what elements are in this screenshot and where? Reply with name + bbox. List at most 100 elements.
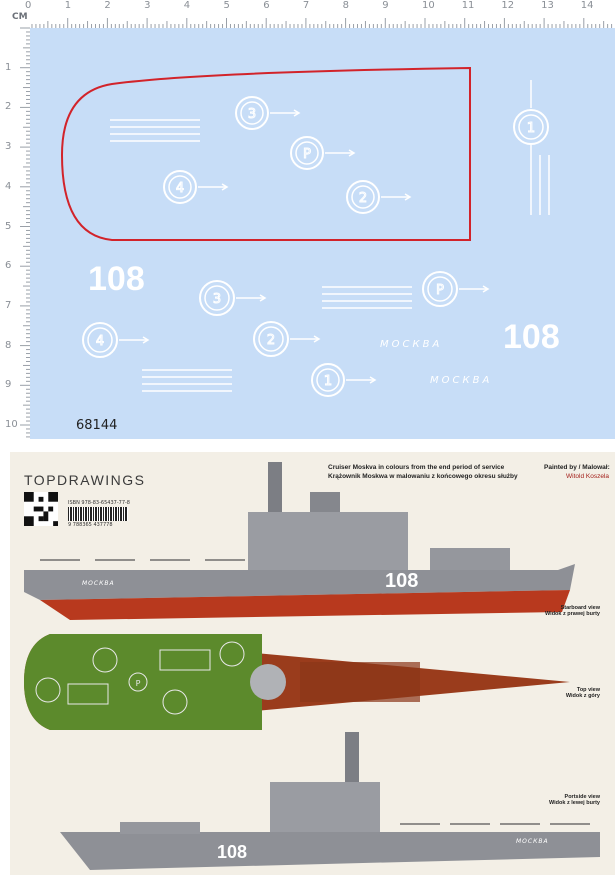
- qr-code-icon: [24, 492, 58, 526]
- arrow-head-icon: [482, 285, 490, 293]
- ship-name-starboard: МОСКВА: [82, 580, 115, 587]
- ship-name-decal: МОСКВА: [380, 339, 443, 350]
- stripe-group: [110, 119, 200, 142]
- ruler-number: 12: [501, 0, 515, 11]
- marking-number: 1: [324, 374, 332, 389]
- arrow-head-icon: [259, 294, 267, 302]
- ruler-number: 9: [382, 0, 389, 11]
- arrow-head-icon: [404, 193, 412, 201]
- marking-inner-ring: [518, 114, 544, 140]
- ruler-number: 10: [422, 0, 435, 11]
- arrow-head-icon: [348, 149, 356, 157]
- top-view: [24, 634, 570, 730]
- ruler-number: 7: [5, 299, 12, 311]
- marking-outer-ring: [311, 363, 345, 397]
- ruler-number: 8: [5, 339, 12, 351]
- ruler-number: 8: [342, 0, 349, 11]
- marking-number: 4: [96, 334, 104, 349]
- marking-outer-ring: [235, 96, 269, 130]
- marking-outer-ring: [422, 271, 458, 307]
- ruler-number: 2: [104, 0, 111, 11]
- ruler-number: 0: [25, 0, 32, 11]
- sheet-code: 68144: [76, 418, 118, 433]
- marking-outer-ring: [290, 136, 324, 170]
- author-name: Witold Koszela: [566, 473, 609, 480]
- ruler-number: 10: [5, 419, 18, 430]
- arrow-head-icon: [313, 335, 321, 343]
- marking-inner-ring: [427, 276, 453, 302]
- isbn-text: ISBN 978-83-65437-77-8: [68, 500, 130, 506]
- ruler-number: 13: [541, 0, 554, 11]
- marking-number: 2: [267, 333, 275, 348]
- starboard-view: [24, 462, 575, 620]
- ruler-number: 14: [580, 0, 594, 11]
- barcode-icon: [68, 507, 128, 521]
- title-polish: Krążownik Moskwa w malowaniu z końcowego…: [328, 473, 518, 480]
- hull-number-decal: 108: [88, 260, 145, 298]
- hull-number-starboard: 108: [385, 570, 419, 592]
- ship-name-decal: МОСКВА: [430, 375, 493, 386]
- ruler-number: 11: [461, 0, 475, 11]
- marking-number: P: [303, 147, 311, 162]
- ruler-number: 5: [5, 220, 12, 232]
- ruler-number: 3: [144, 0, 151, 11]
- ruler-number: 6: [5, 260, 12, 272]
- painted-by-label: Painted by / Malował:: [544, 464, 610, 471]
- ruler-number: 7: [302, 0, 310, 11]
- ship-name-portside: МОСКВА: [516, 838, 549, 845]
- marking-inner-ring: [258, 326, 284, 352]
- ruler-number: 5: [223, 0, 230, 11]
- marking-outer-ring: [253, 321, 289, 357]
- marking-inner-ring: [351, 185, 375, 209]
- ruler-number: 4: [183, 0, 191, 11]
- marking-number: P: [436, 283, 444, 298]
- hull-number-decal: 108: [503, 318, 560, 356]
- arrow-head-icon: [369, 376, 377, 384]
- barcode-number: 9 788365 437778: [68, 522, 113, 528]
- marking-outer-ring: [163, 170, 197, 204]
- ruler-number: 3: [5, 141, 12, 153]
- marking-number: 3: [213, 292, 221, 307]
- marking-inner-ring: [240, 101, 264, 125]
- ruler-horizontal: [0, 0, 615, 28]
- marking-outer-ring: [82, 322, 118, 358]
- marking-number: 3: [248, 107, 256, 122]
- marking-inner-ring: [316, 368, 340, 392]
- stripe-group-vertical: [530, 155, 550, 215]
- marking-number: 2: [359, 191, 367, 206]
- stripe-group: [142, 369, 232, 392]
- hull-number-portside: 108: [217, 842, 248, 862]
- deck-outline: [60, 66, 471, 241]
- marking-inner-ring: [295, 141, 319, 165]
- ruler-number: 4: [5, 180, 12, 192]
- ship-drawings: P: [24, 462, 600, 870]
- arrow-head-icon: [142, 336, 150, 344]
- marking-outer-ring: [513, 109, 549, 145]
- marking-number: 4: [176, 181, 184, 196]
- marking-outer-ring: [346, 180, 380, 214]
- helipad-letter: P: [136, 679, 141, 688]
- marking-outer-ring: [199, 280, 235, 316]
- ruler-vertical: [0, 0, 30, 440]
- ruler-number: 9: [5, 379, 12, 391]
- marking-inner-ring: [168, 175, 192, 199]
- ruler-unit-label: CM: [12, 12, 28, 22]
- ruler-number: 1: [64, 0, 72, 11]
- arrow-head-icon: [293, 109, 301, 117]
- brand-logo: TOPDRAWINGS: [24, 472, 146, 488]
- marking-inner-ring: [204, 285, 230, 311]
- stripe-group: [322, 286, 412, 309]
- title-english: Cruiser Moskva in colours from the end p…: [328, 464, 505, 471]
- instruction-sheet: TOPDRAWINGS ISBN 978-83-65437-77-8 9 788…: [10, 452, 615, 875]
- portside-view: [60, 732, 600, 870]
- arrow-head-icon: [221, 183, 229, 191]
- ruler-number: 2: [5, 101, 12, 113]
- ruler-number: 6: [263, 0, 270, 11]
- ruler-number: 1: [5, 61, 12, 73]
- marking-inner-ring: [87, 327, 113, 353]
